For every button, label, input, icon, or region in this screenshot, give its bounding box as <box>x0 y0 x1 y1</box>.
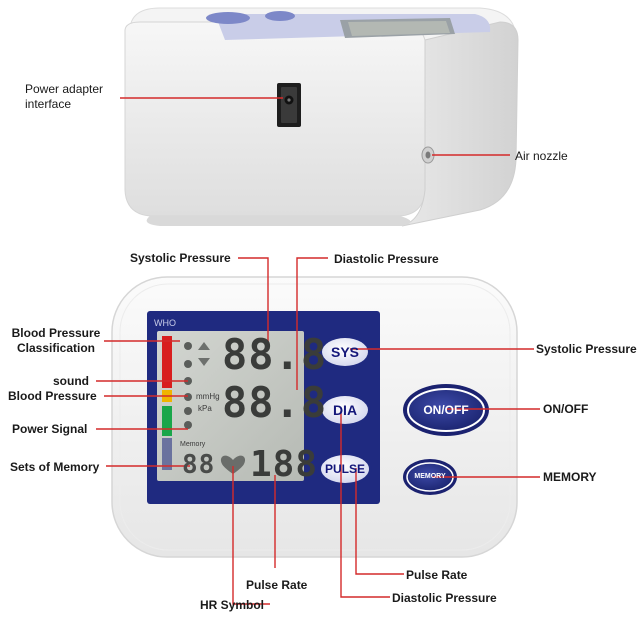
dia-button[interactable]: DIA <box>332 402 358 418</box>
callout-hr-symbol: HR Symbol <box>200 598 265 612</box>
callout-blood-pressure: Blood Pressure <box>8 389 97 403</box>
device-rear-view <box>124 7 519 227</box>
classification-bar-green <box>162 406 172 436</box>
callout-memory: MEMORY <box>543 470 597 484</box>
callout-pulse-rate-1: Pulse Rate <box>246 578 308 592</box>
callout-lines <box>96 97 540 605</box>
sys-button[interactable]: SYS <box>330 344 359 360</box>
on-off-button-face <box>407 388 485 432</box>
callout-systolic-top: Systolic Pressure <box>130 251 231 265</box>
callout-systolic-right: Systolic Pressure <box>536 342 637 356</box>
callout-power-adapter: Power adapter interface <box>25 82 104 111</box>
callout-diastolic-bottom: Diastolic Pressure <box>392 591 497 605</box>
who-label: WHO <box>154 318 176 328</box>
callout-power-signal: Power Signal <box>12 422 88 436</box>
dia-button-face <box>322 396 368 424</box>
callout-pulse-rate-2: Pulse Rate <box>406 568 468 582</box>
lcd-diastolic-digits: 88.8 <box>222 378 328 427</box>
lcd-systolic-digits: 88.8 <box>222 330 328 379</box>
arrow-down-icon <box>198 358 210 366</box>
callout-diastolic-top: Diastolic Pressure <box>334 252 439 266</box>
lcd-memory-word: Memory <box>180 441 206 448</box>
arrow-up-icon <box>198 342 210 350</box>
callout-bp-classification: Blood Pressure Classification <box>11 326 101 355</box>
heart-icon <box>220 455 246 474</box>
callout-sets-of-memory: Sets of Memory <box>10 460 100 474</box>
sys-button-face <box>322 338 368 366</box>
lcd-unit-mmhg: mmHg <box>196 392 220 401</box>
lcd-screen <box>157 331 304 481</box>
pulse-button[interactable]: PULSE <box>324 462 365 476</box>
lcd-unit-kpa: kPa <box>198 404 212 413</box>
callout-sound: sound <box>53 374 89 388</box>
pulse-button-face <box>321 455 369 483</box>
device-front-view <box>111 276 518 558</box>
classification-bar-red <box>162 336 172 388</box>
on-off-button[interactable]: ON/OFF <box>423 403 469 417</box>
lcd-pulse-digits: 188 <box>250 444 319 485</box>
memory-button[interactable]: MEMORY <box>414 473 446 480</box>
lcd-memory-digits: 88 <box>182 450 216 480</box>
callout-air-nozzle: Air nozzle <box>515 149 568 163</box>
callout-on-off: ON/OFF <box>543 402 589 416</box>
